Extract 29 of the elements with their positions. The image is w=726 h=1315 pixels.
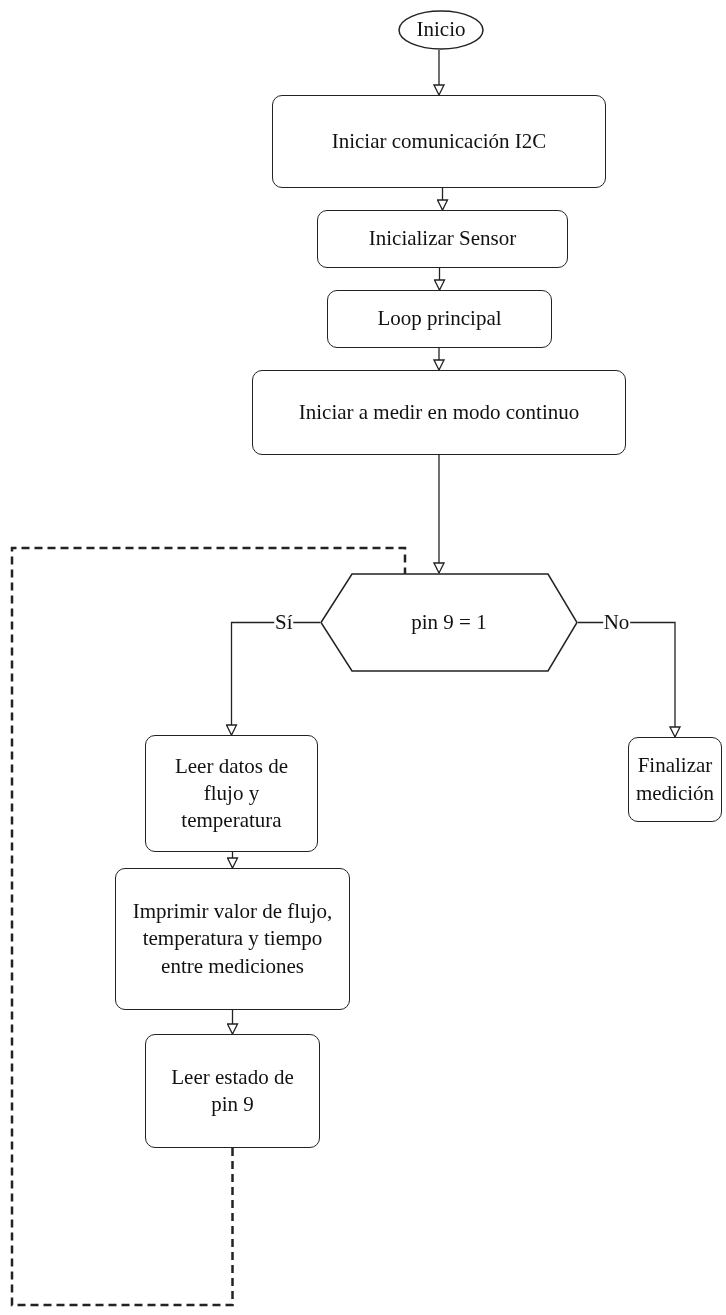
node-text: pin 9 = 1 (411, 608, 487, 636)
process-box (145, 735, 318, 852)
process-box (272, 95, 606, 188)
arrow (226, 1009, 239, 1035)
arrow (433, 49, 445, 96)
process-box (317, 210, 568, 268)
decision-hexagon (320, 573, 578, 672)
arrow (433, 267, 446, 291)
node-text: Iniciar a medir en modo continuo (298, 398, 580, 426)
arrow (433, 347, 445, 371)
process-box (628, 737, 722, 822)
node-text: Iniciar comunicación I2C (331, 127, 547, 155)
arrow (225, 621, 321, 736)
node-text: Leer datos de flujo y temperatura (173, 752, 290, 835)
arrow (433, 454, 445, 574)
node-text: Inicio (416, 16, 466, 44)
node-text: Inicializar Sensor (368, 225, 517, 253)
process-box (252, 370, 626, 455)
process-box (145, 1034, 320, 1148)
node-text: Loop principal (377, 305, 502, 333)
node-text: Leer estado de pin 9 (170, 1063, 295, 1118)
process-box (327, 290, 552, 348)
dashed-loop-line (10, 546, 407, 1307)
process-box (115, 868, 350, 1010)
node-text: Finalizar medición (634, 752, 716, 807)
arrow (436, 187, 449, 211)
node-text: Imprimir valor de flujo, temperatura y tiempo entre mediciones (131, 898, 334, 980)
terminal-ellipse (398, 10, 484, 50)
arrow (226, 851, 239, 869)
